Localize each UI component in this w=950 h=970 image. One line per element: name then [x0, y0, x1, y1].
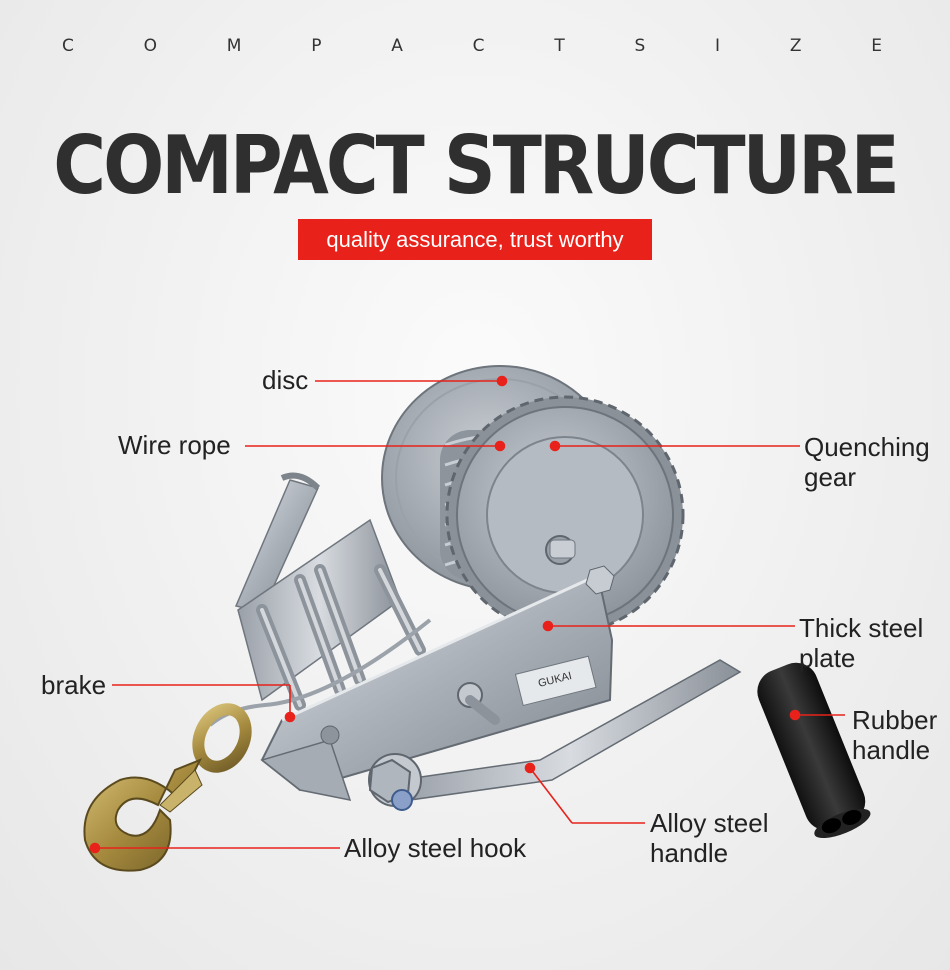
- subtitle-letter: T: [554, 36, 565, 56]
- label-alloy-steel-hook: Alloy steel hook: [344, 833, 527, 863]
- label-alloy-steel-handle: Alloy steel handle: [650, 808, 769, 868]
- spaced-subtitle: C O M P A C T S I Z E: [62, 36, 882, 56]
- label-line: Alloy steel: [650, 808, 769, 838]
- label-thick-steel-plate: Thick steel plate: [799, 613, 923, 673]
- subtitle-letter: Z: [789, 36, 802, 56]
- label-disc: disc: [262, 365, 309, 395]
- subtitle-letter: A: [391, 36, 403, 56]
- subtitle-letter: I: [715, 36, 721, 56]
- page-title: COMPACT STRUCTURE: [53, 118, 900, 213]
- subtitle-letter: C: [472, 36, 485, 56]
- label-brake: brake: [41, 670, 107, 700]
- label-rubber-handle: Rubber handle: [852, 705, 937, 765]
- subtitle-letter: M: [226, 36, 242, 56]
- label-line: gear: [804, 462, 857, 492]
- subtitle-letter: S: [634, 36, 646, 56]
- label-wire-rope: Wire rope: [118, 430, 231, 460]
- label-quenching-gear: Quenching gear: [804, 432, 930, 492]
- rubber-handle: [757, 662, 871, 839]
- alloy-steel-hook: [83, 703, 252, 872]
- label-line: Quenching: [804, 432, 930, 462]
- label-line: Rubber: [852, 705, 938, 735]
- tagline-banner: quality assurance, trust worthy: [298, 219, 652, 260]
- subtitle-letter: C: [62, 36, 74, 56]
- nameplate: GUKAI: [514, 655, 597, 707]
- label-line: Thick steel: [799, 613, 924, 643]
- label-line: handle: [852, 735, 931, 765]
- label-line: handle: [650, 838, 729, 868]
- subtitle-letter: E: [871, 36, 882, 56]
- quenching-gear: [445, 395, 685, 635]
- subtitle-letter: P: [311, 36, 322, 56]
- subtitle-letter: O: [143, 36, 158, 56]
- label-line: plate: [799, 643, 856, 673]
